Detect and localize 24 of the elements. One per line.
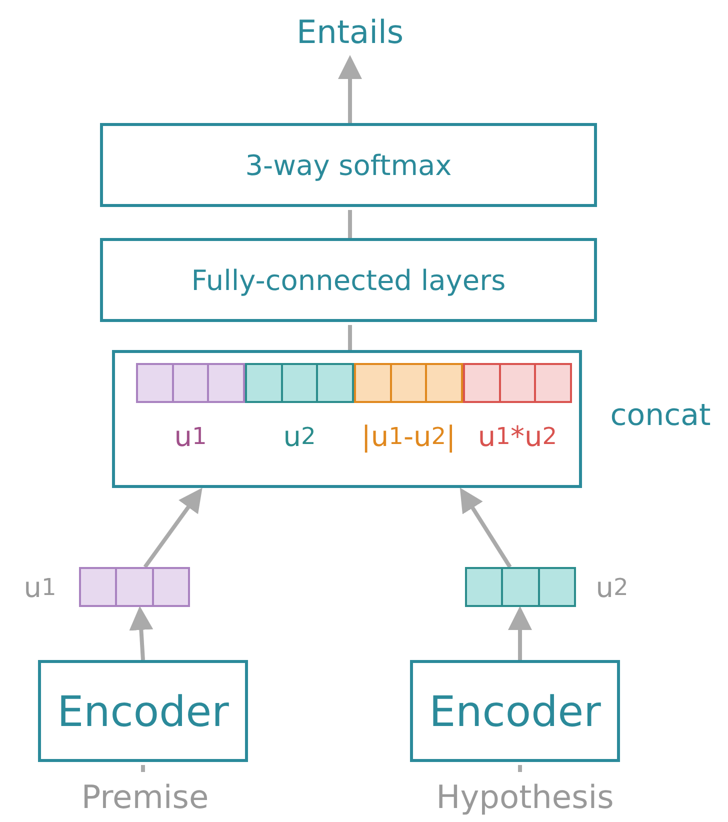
concat-label: concat xyxy=(609,396,712,434)
arrow xyxy=(143,488,202,568)
vector-bar xyxy=(136,363,245,403)
layer-box: Fully-connected layers xyxy=(100,238,597,322)
connector-line xyxy=(518,765,522,772)
connector-line xyxy=(348,325,352,350)
encoder-box: Encoder xyxy=(410,660,620,762)
vector-bar xyxy=(465,567,576,607)
vector-bar xyxy=(463,363,572,403)
input-label: Hypothesis xyxy=(405,772,645,822)
vector-bar xyxy=(354,363,463,403)
arrow xyxy=(460,488,512,568)
arrow xyxy=(508,606,532,660)
connector-line xyxy=(141,765,145,772)
concat-box xyxy=(112,350,582,488)
input-label: Premise xyxy=(50,772,240,822)
vector-bar xyxy=(245,363,354,403)
encoder-box: Encoder xyxy=(38,660,248,762)
output-label: Entails xyxy=(270,8,430,56)
arrow xyxy=(129,606,154,660)
connector-line xyxy=(348,210,352,238)
vector-bar xyxy=(79,567,190,607)
layer-box: 3-way softmax xyxy=(100,123,597,207)
arrow xyxy=(338,55,362,123)
